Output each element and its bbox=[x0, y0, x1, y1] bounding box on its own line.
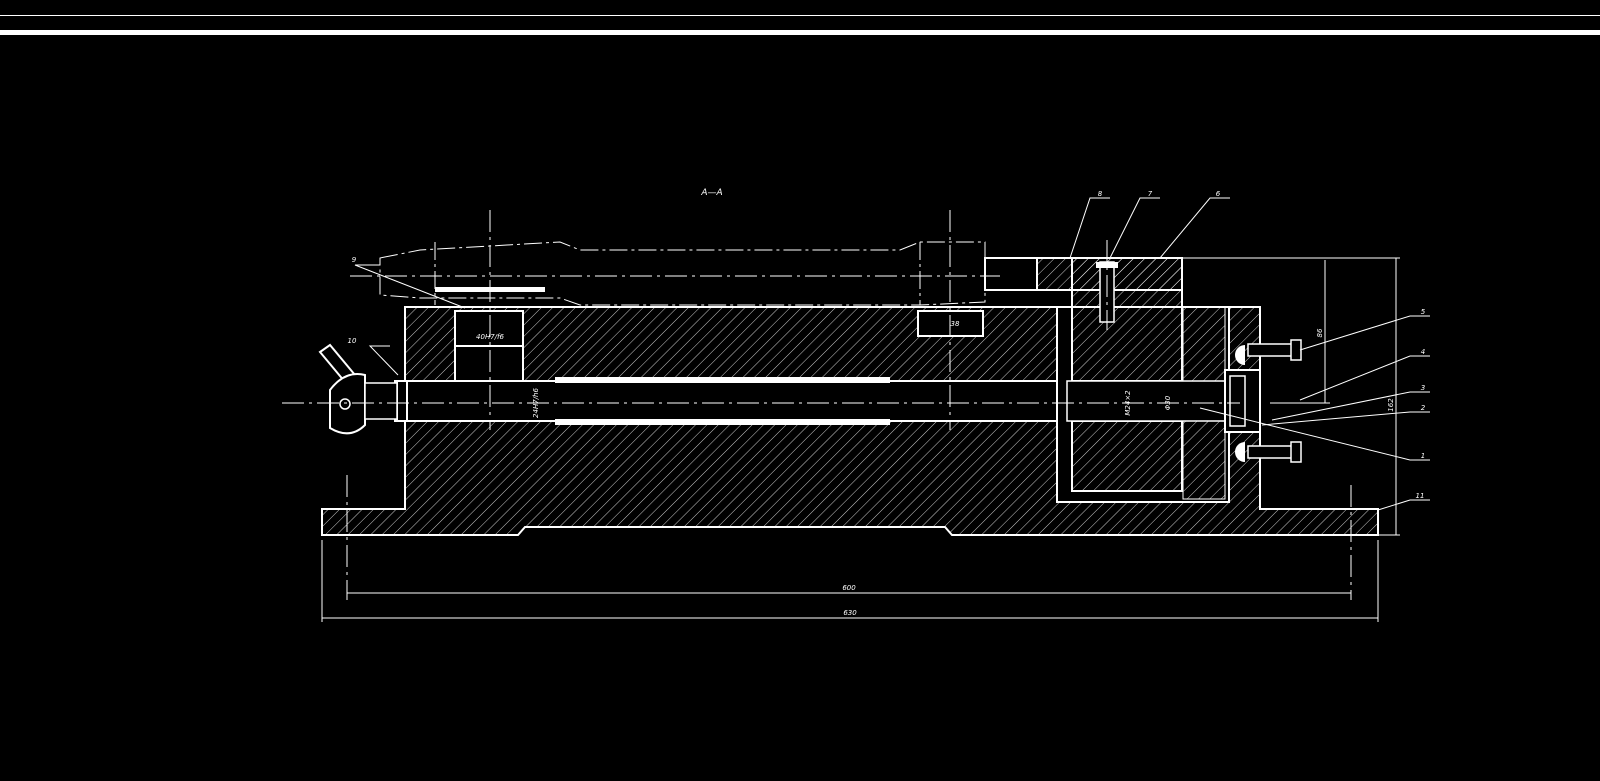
clamp-housing bbox=[1056, 257, 1230, 503]
section-title: A—A bbox=[700, 188, 722, 198]
dim-38: 38 bbox=[951, 320, 960, 328]
dim-dia-30: Φ30 bbox=[1164, 395, 1172, 410]
balloon-5: 5 bbox=[1421, 308, 1426, 316]
handle-lever bbox=[318, 343, 408, 435]
dim-thread: M24×2 bbox=[1124, 390, 1132, 416]
balloon-3: 3 bbox=[1421, 384, 1425, 392]
dim-height-86: 86 bbox=[1316, 328, 1324, 337]
header-rule-thick bbox=[0, 30, 1600, 35]
balloon-7: 7 bbox=[1148, 190, 1153, 198]
dim-length-630: 630 bbox=[843, 609, 857, 617]
header-rule-thin bbox=[0, 15, 1600, 16]
balloon-10: 10 bbox=[348, 337, 357, 345]
balloon-8: 8 bbox=[1098, 190, 1103, 198]
dimension-lines bbox=[321, 257, 1400, 622]
balloon-1: 1 bbox=[1421, 452, 1425, 460]
balloon-4: 4 bbox=[1421, 348, 1425, 356]
balloon-2: 2 bbox=[1421, 404, 1426, 412]
dim-fit-40: 40H7/f6 bbox=[476, 333, 504, 341]
balloon-6: 6 bbox=[1216, 190, 1221, 198]
end-cap bbox=[1224, 339, 1302, 463]
balloon-11: 11 bbox=[1416, 492, 1425, 500]
leader-lines bbox=[354, 197, 1430, 511]
dim-height-162: 162 bbox=[1387, 398, 1395, 412]
phantom-clamp-outline bbox=[379, 241, 986, 306]
balloon-9: 9 bbox=[352, 256, 357, 264]
dim-fit-24: 24H7/h6 bbox=[532, 388, 540, 418]
bushing-pocket bbox=[435, 287, 545, 382]
dim-length-600: 600 bbox=[842, 584, 856, 592]
center-lines bbox=[282, 210, 1352, 600]
